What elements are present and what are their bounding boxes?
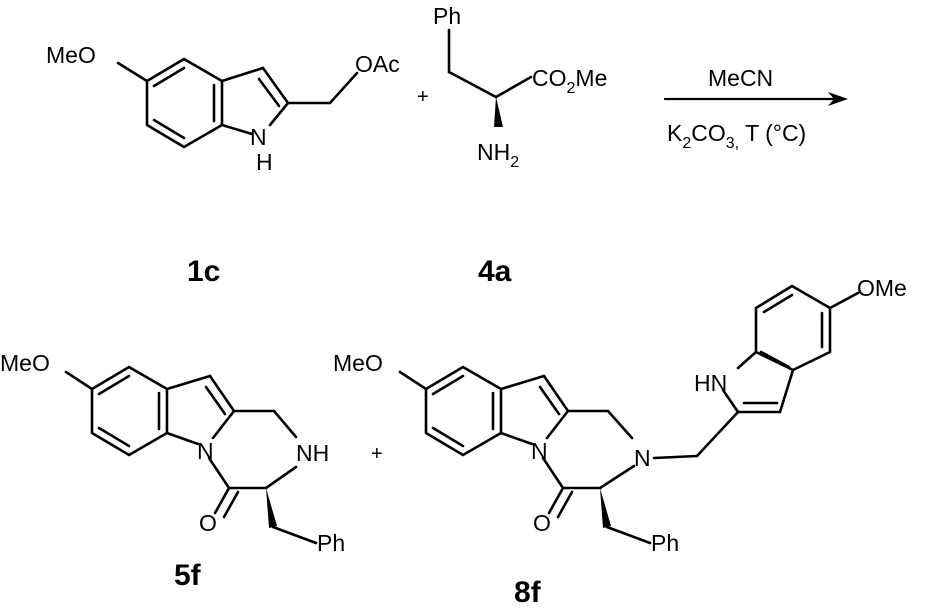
- compound-label-5f: 5f: [174, 559, 202, 592]
- acetoxy-label: OAc: [355, 51, 400, 77]
- indole-hydrogen-label: H: [256, 149, 273, 175]
- phenyl-label: Ph: [317, 530, 345, 556]
- indole-nitrogen-label: N: [250, 124, 267, 150]
- phenyl-label: Ph: [433, 3, 461, 29]
- methoxy-label: MeO: [46, 42, 96, 68]
- phenyl-label: Ph: [651, 530, 679, 556]
- compound-label-8f: 8f: [514, 576, 542, 609]
- amine-label: NH: [296, 440, 329, 466]
- amine-label: NH2: [477, 139, 519, 171]
- reaction-arrow: [663, 92, 848, 106]
- compound-label-4a: 4a: [478, 255, 512, 288]
- molecule-8f: MeO N N O Ph HN OMe: [333, 275, 907, 556]
- plus-sign: +: [417, 86, 429, 108]
- compound-label-1c: 1c: [187, 255, 220, 288]
- carbonyl-oxygen-label: O: [199, 510, 217, 536]
- methoxy-label: MeO: [333, 350, 383, 376]
- ester-label: CO2Me: [532, 65, 607, 97]
- conditions-label: K2CO3, T (°C): [667, 120, 806, 152]
- tertiary-amine-label: N: [634, 445, 651, 471]
- ring-nitrogen-label: N: [197, 438, 214, 464]
- indole-nh-label: HN: [694, 370, 727, 396]
- molecule-4a: Ph CO2Me NH2: [433, 3, 607, 171]
- carbonyl-oxygen-label: O: [533, 510, 551, 536]
- molecule-1c: MeO OAc N H: [46, 42, 400, 175]
- solvent-label: MeCN: [708, 65, 773, 91]
- methoxy-label: MeO: [0, 350, 50, 376]
- ring-nitrogen-label: N: [531, 438, 548, 464]
- plus-sign: +: [371, 443, 383, 465]
- molecule-5f: MeO N NH O Ph: [0, 350, 345, 556]
- methoxy-label-2: OMe: [857, 275, 907, 301]
